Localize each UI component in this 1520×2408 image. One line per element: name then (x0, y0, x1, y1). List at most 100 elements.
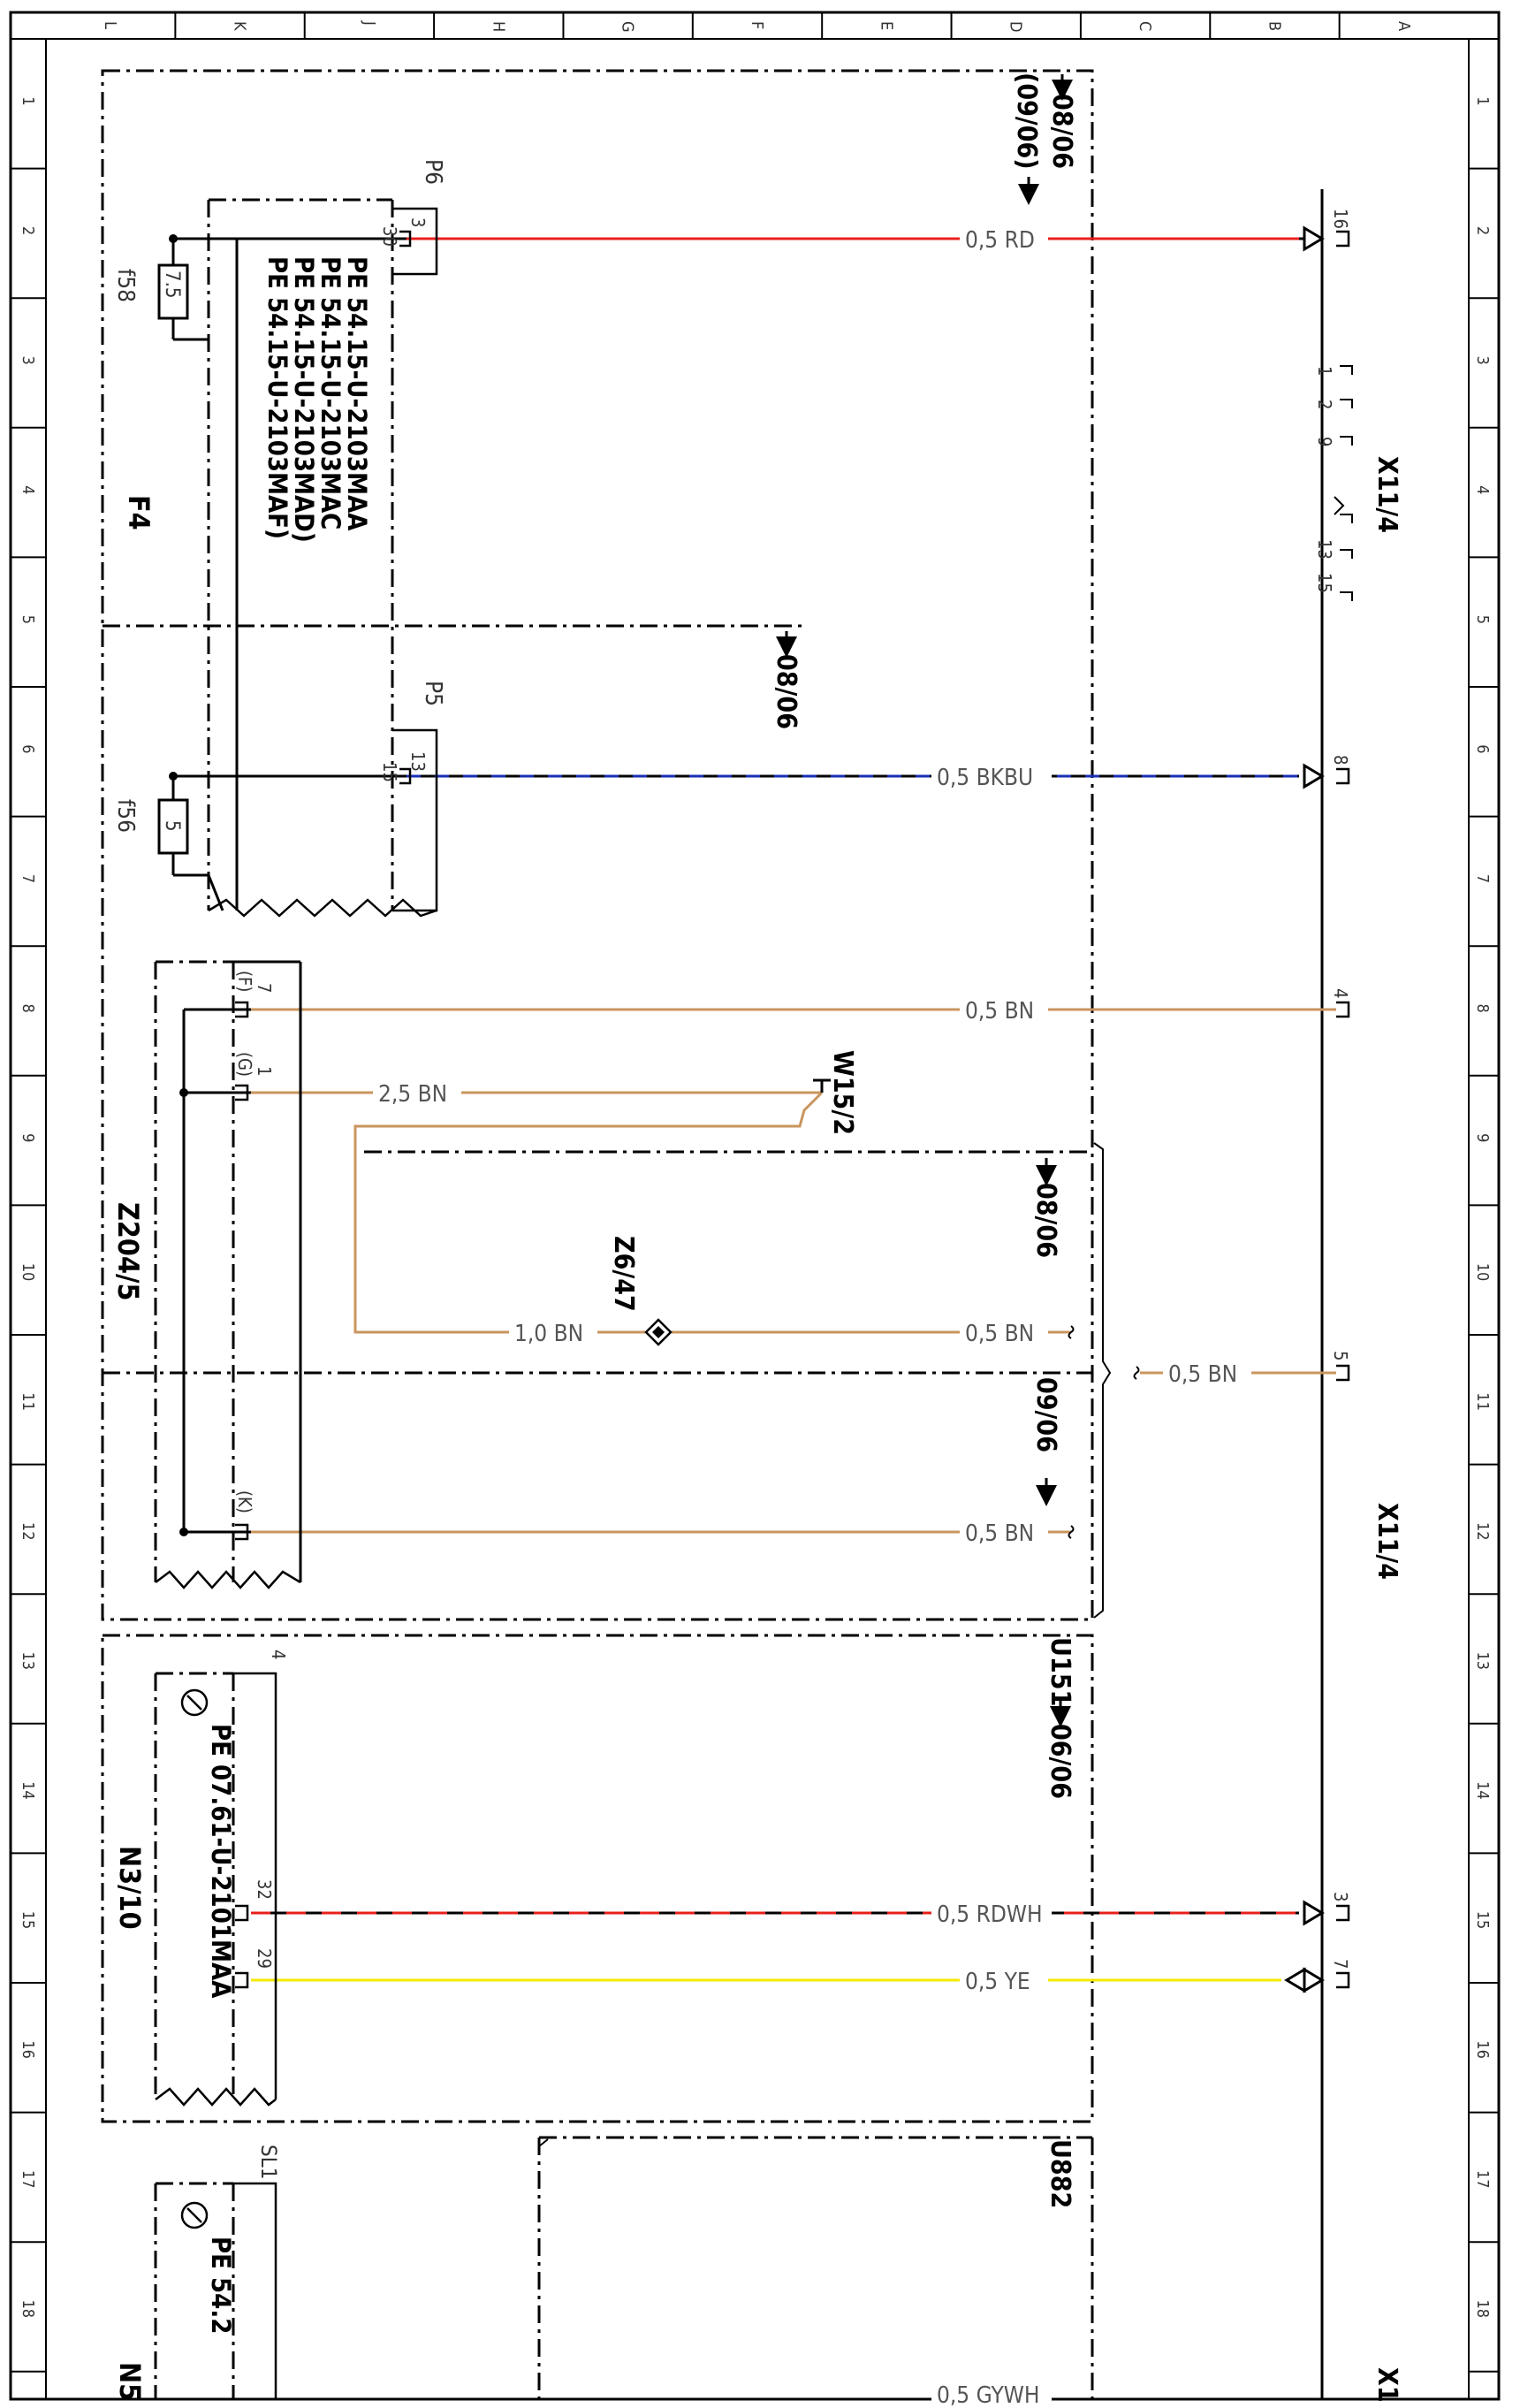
frame-row-letter: B (1265, 21, 1283, 31)
label-u882: U882 (1045, 2139, 1075, 2208)
frame-column-number-right: 9 (1473, 1133, 1492, 1142)
label-n3-10: N3/10 (113, 1846, 147, 1930)
frame-column-number-left: 3 (19, 356, 37, 365)
wire-label-bn-25: 2,5 BN (378, 1081, 447, 1108)
connector-hooks (1336, 230, 1350, 1989)
wire-label-bn-10: 1,0 BN (514, 1321, 583, 1347)
module-symbols (180, 1688, 209, 2229)
pin-p5-13: 13 (407, 751, 429, 772)
connector-arrows (1284, 225, 1325, 1993)
wire-end-marks (1068, 1325, 1140, 1539)
frame-column-number-left: 15 (19, 1911, 37, 1930)
pin-stubs-f4 (392, 207, 438, 912)
frame-column-number-right: 17 (1473, 2170, 1492, 2189)
label-z6-47: Z6/47 (608, 1236, 639, 1312)
frame-column-number-left: 10 (19, 1263, 37, 1282)
frame-column-number-right: 11 (1473, 1392, 1492, 1411)
frame-column-number-right: 14 (1473, 1781, 1492, 1800)
frame-column-number-left: 16 (19, 2040, 37, 2059)
module-n3-10-body (233, 1672, 277, 2399)
frame-column-number-right: 13 (1473, 1652, 1492, 1671)
cut-lines (155, 898, 437, 2107)
u882-brace (538, 2138, 549, 2147)
frame-column-number-right: 15 (1473, 1911, 1492, 1930)
frame-column-number-left: 13 (19, 1652, 37, 1671)
frame-column-number-right: 10 (1473, 1263, 1492, 1282)
wire-label-bn-right: 0,5 BN (1168, 1361, 1237, 1388)
ground-w15-2-symbol (813, 1078, 831, 1093)
wire-label-bkbu: 0,5 BKBU (937, 765, 1033, 791)
frame-column-number-left: 12 (19, 1522, 37, 1541)
frame-column-number-right: 18 (1473, 2300, 1492, 2319)
frame-column-number-left: 8 (19, 1004, 37, 1013)
label-n-cut: N5 (113, 2362, 147, 2401)
label-sl1: SL1 (256, 2145, 281, 2179)
connector-x11-4-top: X11/4 (1372, 456, 1402, 533)
splice-dots (169, 234, 188, 1536)
frame-row-letter: C (1136, 21, 1154, 31)
pin-x-3: 3 (1330, 1892, 1351, 1901)
label-z204-5: Z204/5 (111, 1202, 145, 1301)
label-f56: f56 (112, 799, 139, 833)
reference-arrows (776, 74, 1073, 1727)
frame-column-number-left: 4 (19, 485, 37, 494)
frame-row-letter: A (1395, 21, 1413, 31)
pin-x-4: 4 (1330, 988, 1351, 998)
frame-column-number-left: 7 (19, 874, 37, 883)
label-f56-rating: 5 (161, 820, 183, 832)
pin-p6-3: 3 (407, 217, 429, 227)
frame-row-letter: K (231, 21, 249, 31)
ref-06-06: 06/06 (1045, 1724, 1075, 1799)
frame-column-number-right: 1 (1473, 96, 1492, 105)
pe-ref-f4-4: PE 54.15-U-2103MAF) (262, 256, 293, 539)
u151-brace (1093, 1142, 1112, 1619)
frame-row-letter: G (619, 21, 637, 33)
connector-pins-top (1334, 365, 1353, 601)
frame-row-letter: E (877, 21, 895, 30)
frame-column-number-left: 1 (19, 96, 37, 105)
pin-n3-4: 4 (268, 1650, 289, 1659)
frame-column-number-left: 14 (19, 1781, 37, 1800)
label-f58: f58 (112, 269, 139, 302)
label-f58-rating: 7.5 (161, 271, 183, 298)
pin-n3-29: 29 (254, 1948, 275, 1969)
wire-label-rdwh: 0,5 RDWH (937, 1901, 1043, 1928)
frame-column-number-left: 9 (19, 1133, 37, 1142)
label-u151: U151 (1045, 1637, 1075, 1706)
frame-row-letter: J (360, 20, 378, 26)
frame-column-number-right: 16 (1473, 2040, 1492, 2059)
top-pin-13: 13 (1314, 539, 1335, 560)
pin-z-K: (K) (234, 1490, 255, 1513)
pin-p5-15: 15 (379, 762, 400, 782)
drawing-frame (9, 11, 1501, 2401)
frame-column-number-left: 18 (19, 2300, 37, 2319)
ref-09-06-b: 09/06 (1030, 1377, 1061, 1452)
top-pin-15: 15 (1314, 573, 1335, 593)
connector-x1-cut: X1 (1372, 2367, 1402, 2403)
label-p6: P6 (420, 159, 446, 185)
wire-label-rd: 0,5 RD (965, 227, 1035, 254)
top-pin-9: 9 (1314, 437, 1335, 446)
wire-label-bn-mid: 0,5 BN (965, 1321, 1034, 1347)
pin-z-1: 1 (254, 1066, 275, 1076)
frame-column-number-right: 2 (1473, 226, 1492, 235)
module-boundaries (101, 69, 1094, 2399)
frame-column-number-right: 6 (1473, 744, 1492, 753)
frame-row-letter: D (1007, 21, 1025, 32)
pin-z-7: 7 (254, 983, 275, 993)
top-pin-1: 1 (1314, 366, 1335, 376)
frame-column-number-right: 12 (1473, 1522, 1492, 1541)
label-w15-2: W15/2 (827, 1050, 858, 1135)
pe-ref-f4-2: PE 54.15-U-2103MAC (315, 256, 346, 530)
pin-z-F: (F) (234, 971, 255, 992)
pe-ref-n-cut: PE 54.2 (206, 2237, 236, 2334)
pin-x-8: 8 (1330, 755, 1351, 765)
frame-column-number-right: 4 (1473, 485, 1492, 494)
ref-08-06-b: 08/06 (771, 654, 802, 729)
ref-08-06-a: 08/06 (1046, 94, 1077, 169)
ref-08-06-c: 08/06 (1030, 1183, 1061, 1258)
wire-label-ye: 0,5 YE (965, 1969, 1030, 1995)
pe-ref-n3-10: PE 07.61-U-2101MAA (206, 1724, 236, 1999)
pe-ref-f4-3: PE 54.15-U-2103MAD) (289, 256, 319, 543)
